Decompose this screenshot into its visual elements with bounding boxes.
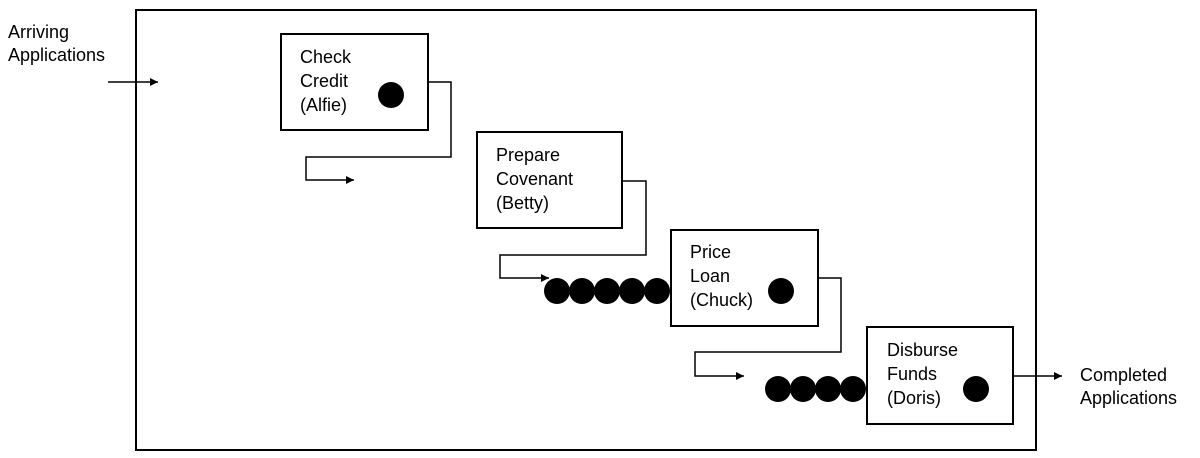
queued-token <box>594 278 620 304</box>
input-label-line: Arriving <box>8 22 69 42</box>
station-label-line: Price <box>690 242 731 262</box>
station-label: Prepare Covenant (Betty) <box>496 145 578 213</box>
queued-token <box>644 278 670 304</box>
station-label-line: (Chuck) <box>690 290 753 310</box>
system-boundary <box>135 9 1037 451</box>
in-service-token <box>378 82 404 108</box>
station-check-credit: Check Credit (Alfie) <box>280 33 429 131</box>
station-disburse-funds: Disburse Funds (Doris) <box>866 326 1014 425</box>
flow-arrow-credit-to-covenant <box>305 81 452 184</box>
station-box <box>476 131 623 229</box>
queued-token <box>569 278 595 304</box>
station-label: Price Loan (Chuck) <box>690 242 753 310</box>
station-label-line: Funds <box>887 364 937 384</box>
station-label-line: (Alfie) <box>300 95 347 115</box>
queued-token <box>790 376 816 402</box>
queued-token <box>619 278 645 304</box>
flow-arrows <box>108 78 1062 380</box>
station-label-line: Check <box>300 47 352 67</box>
station-label-line: Prepare <box>496 145 560 165</box>
flow-arrow-price-to-disburse <box>694 277 842 380</box>
station-price-loan: Price Loan (Chuck) <box>670 229 819 327</box>
station-label-line: (Doris) <box>887 388 941 408</box>
in-service-token <box>768 278 794 304</box>
station-box <box>866 326 1014 425</box>
input-label: Arriving Applications <box>8 22 105 65</box>
station-label-line: Covenant <box>496 169 573 189</box>
flow-arrow-covenant-to-price <box>499 180 647 282</box>
station-label-line: (Betty) <box>496 193 549 213</box>
output-label-line: Applications <box>1080 388 1177 408</box>
station-label: Check Credit (Alfie) <box>300 47 356 115</box>
queued-token <box>544 278 570 304</box>
station-label-line: Disburse <box>887 340 958 360</box>
station-box <box>670 229 819 327</box>
station-label: Disburse Funds (Doris) <box>887 340 963 408</box>
queued-token <box>815 376 841 402</box>
station-label-line: Credit <box>300 71 348 91</box>
station-box <box>280 33 429 131</box>
queued-token <box>840 376 866 402</box>
station-prepare-covenant: Prepare Covenant (Betty) <box>476 131 623 229</box>
station-label-line: Loan <box>690 266 730 286</box>
in-service-token <box>963 376 989 402</box>
output-label: Completed Applications <box>1080 365 1177 408</box>
queued-token <box>765 376 791 402</box>
work-item-tokens <box>378 82 989 402</box>
output-label-line: Completed <box>1080 365 1167 385</box>
input-label-line: Applications <box>8 45 105 65</box>
